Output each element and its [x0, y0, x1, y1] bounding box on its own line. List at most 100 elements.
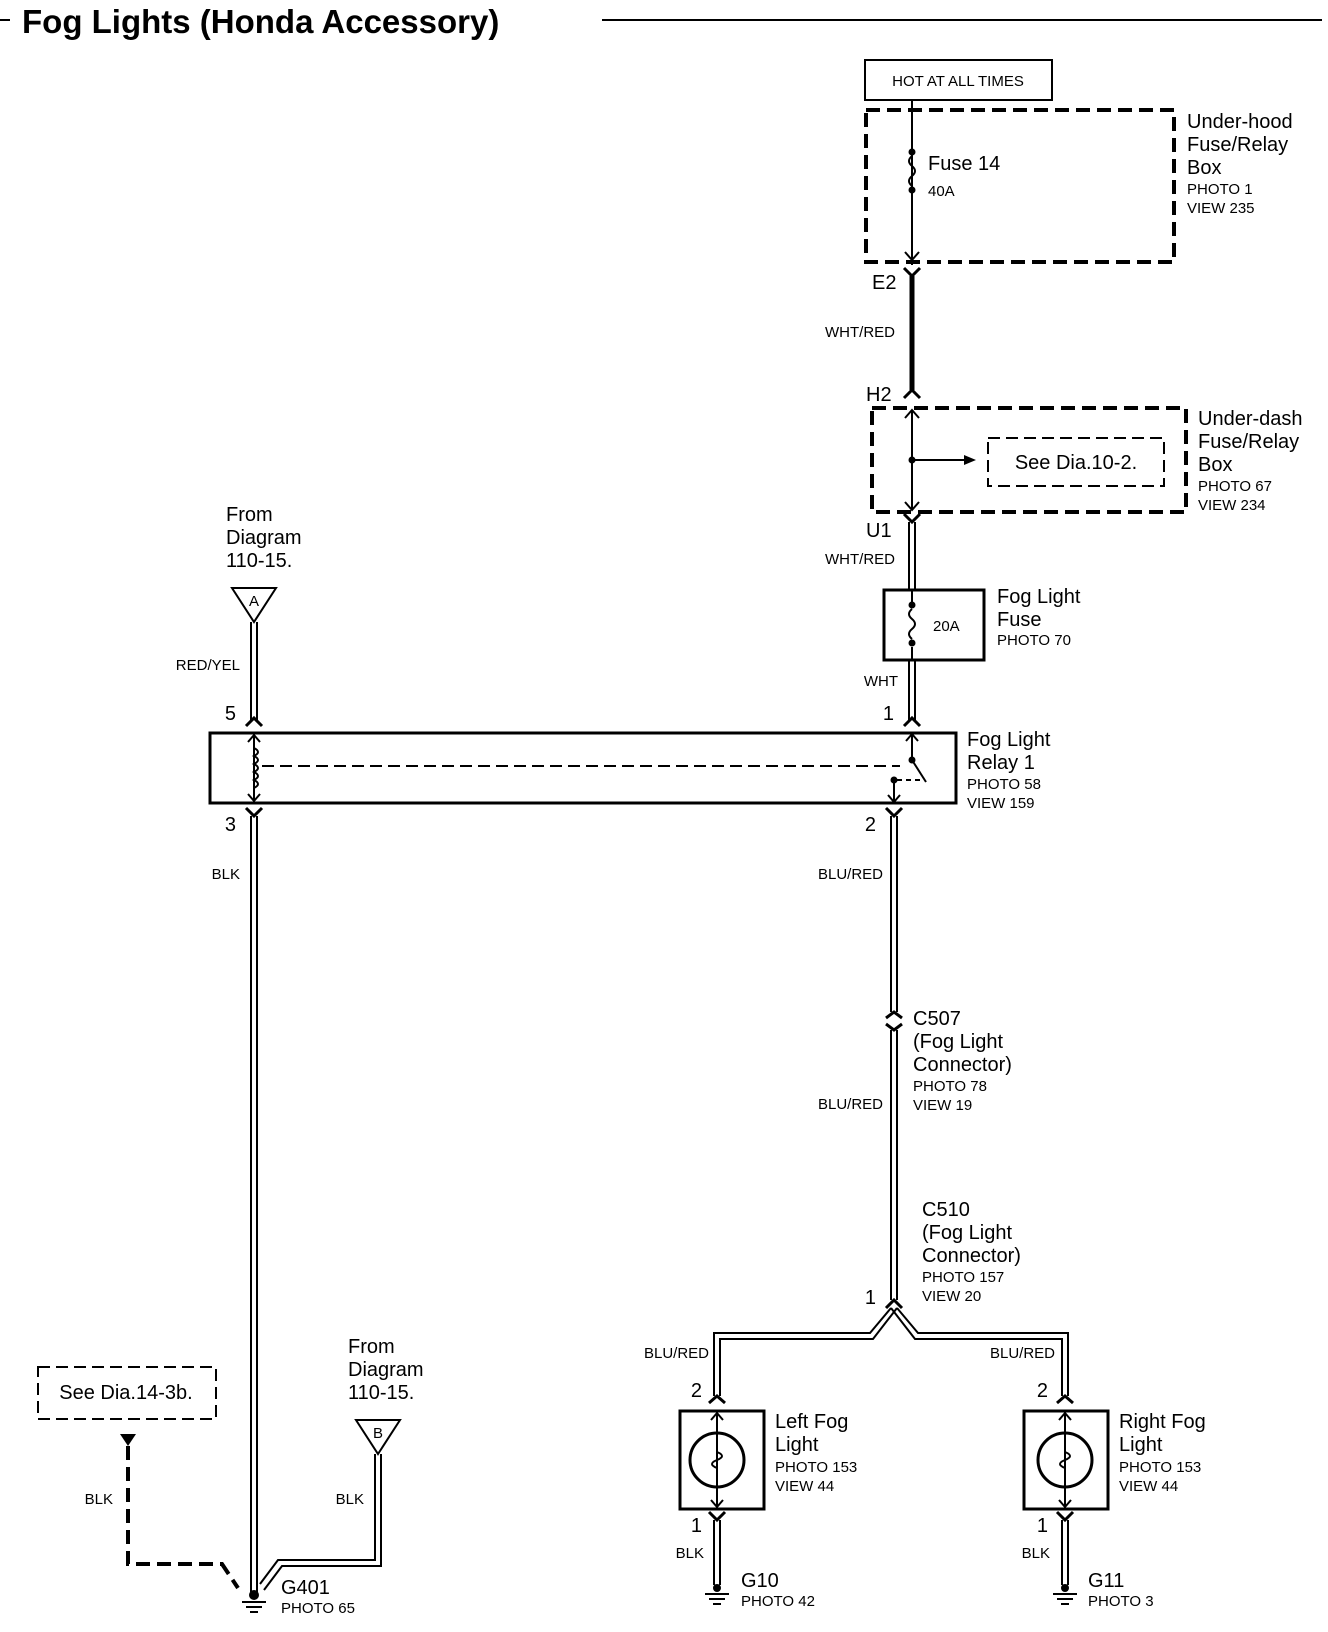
hot-label: HOT AT ALL TIMES — [892, 73, 1024, 90]
underdash-box-line2: Fuse/Relay — [1198, 431, 1299, 453]
wire-blk-dashed — [126, 1446, 240, 1590]
see-dia-10-2-box — [987, 437, 1165, 487]
c510-photo: PHOTO 157 — [922, 1269, 1004, 1286]
connector-e2 — [902, 266, 922, 279]
fuse-14-rating: 40A — [928, 183, 955, 200]
diagram-title: Fog Lights (Honda Accessory) — [22, 3, 499, 40]
g11-photo: PHOTO 3 — [1088, 1593, 1154, 1610]
fuse-14-symbol — [908, 155, 916, 187]
g401-photo: PHOTO 65 — [281, 1600, 355, 1617]
ground-g10-icon — [705, 1584, 729, 1605]
left-lamp-pin-1: 1 — [691, 1515, 702, 1537]
right-lamp-photo: PHOTO 153 — [1119, 1459, 1201, 1476]
relay-pin-2: 2 — [865, 814, 876, 836]
underdash-box-line1: Under-dash — [1198, 408, 1303, 430]
underhood-box-line1: Under-hood — [1187, 111, 1293, 133]
g11-name: G11 — [1088, 1570, 1124, 1592]
underhood-box-line3: Box — [1187, 157, 1221, 179]
right-lamp-line2: Light — [1119, 1434, 1163, 1456]
from-diagram-b: From Diagram 110-15. B — [348, 1336, 424, 1456]
c507-photo: PHOTO 78 — [913, 1078, 987, 1095]
from-b-line3: 110-15. — [348, 1382, 414, 1404]
pin-h2: H2 — [866, 384, 892, 406]
relay-view: VIEW 159 — [967, 795, 1035, 812]
from-a-line1: From — [226, 504, 273, 526]
fog-fuse-line2: Fuse — [997, 609, 1041, 631]
ground-g401-icon — [242, 1590, 266, 1613]
right-lamp-pin-1: 1 — [1037, 1515, 1048, 1537]
relay-pin-1: 1 — [883, 703, 894, 725]
right-fog-light: 2 Right Fog Light PHOTO 153 VIEW 44 1 — [1022, 1380, 1206, 1537]
relay-pin-5: 5 — [225, 703, 236, 725]
wire-blk-relay — [250, 816, 258, 1592]
wire-wht — [908, 660, 916, 722]
left-lamp-photo: PHOTO 153 — [775, 1459, 857, 1476]
wire-split — [713, 1307, 1069, 1396]
c507-line2: (Fog Light — [913, 1031, 1003, 1053]
g10-photo: PHOTO 42 — [741, 1593, 815, 1610]
ground-g11-icon — [1053, 1584, 1077, 1605]
fog-fuse-rating: 20A — [933, 618, 960, 635]
c507-view: VIEW 19 — [913, 1097, 972, 1114]
wire-label-blk-right: BLK — [1022, 1545, 1050, 1562]
wire-label-blu-red-2: BLU/RED — [818, 1096, 883, 1113]
relay-line1: Fog Light — [967, 729, 1051, 751]
c507-name: C507 — [913, 1008, 961, 1030]
wire-blu-red-1 — [890, 816, 898, 1012]
see-dia-14-3b: See Dia.14-3b. — [37, 1366, 240, 1590]
relay-body — [208, 731, 958, 805]
wire-label-wht: WHT — [864, 673, 898, 690]
left-fog-light: 2 Left Fog Light PHOTO 153 VIEW 44 1 — [678, 1380, 857, 1537]
underhood-photo: PHOTO 1 — [1187, 181, 1253, 198]
pin-e2: E2 — [872, 272, 896, 294]
left-lamp-pin-2: 2 — [691, 1380, 702, 1402]
relay-pin-3: 3 — [225, 814, 236, 836]
see-dia-14-3b-box — [37, 1366, 217, 1420]
hot-at-all-times-box: HOT AT ALL TIMES — [864, 59, 1053, 101]
wire-label-blk-dash: BLK — [85, 1491, 113, 1508]
relay-photo: PHOTO 58 — [967, 776, 1041, 793]
see-dia-10-2-text: See Dia.10-2. — [1015, 452, 1137, 474]
underdash-fuse-relay-box: See Dia.10-2. Under-dash Fuse/Relay Box … — [870, 406, 1303, 514]
fuse-14-label: Fuse 14 — [928, 153, 1000, 175]
wire-blk-left-lamp — [713, 1520, 721, 1585]
right-lamp-view: VIEW 44 — [1119, 1478, 1178, 1495]
relay-line2: Relay 1 — [967, 752, 1035, 774]
c510-view: VIEW 20 — [922, 1288, 981, 1305]
connector-h2 — [902, 387, 922, 400]
connector-c510: C510 (Fog Light Connector) PHOTO 157 VIE… — [865, 1199, 1021, 1310]
right-bulb-icon — [1036, 1431, 1094, 1489]
connector-u1 — [902, 512, 922, 525]
left-lamp-line1: Left Fog — [775, 1411, 848, 1433]
wire-label-wht-red-2: WHT/RED — [825, 551, 895, 568]
underdash-box-line3: Box — [1198, 454, 1232, 476]
from-a-letter: A — [249, 593, 259, 610]
c510-pin-1: 1 — [865, 1287, 876, 1309]
from-b-line1: From — [348, 1336, 395, 1358]
relay-coil — [251, 747, 259, 789]
left-lamp-body — [678, 1409, 766, 1511]
wire-label-blu-red-1: BLU/RED — [818, 866, 883, 883]
left-lamp-line2: Light — [775, 1434, 819, 1456]
fog-light-relay-1: 5 1 3 2 Fog Light Relay 1 PHOTO 58 VIEW … — [208, 703, 1051, 836]
wire-label-blu-red-right: BLU/RED — [990, 1345, 1055, 1362]
see-dia-14-3b-text: See Dia.14-3b. — [59, 1382, 192, 1404]
fog-fuse-photo: PHOTO 70 — [997, 632, 1071, 649]
right-lamp-pin-2: 2 — [1037, 1380, 1048, 1402]
g10-name: G10 — [741, 1570, 779, 1592]
fog-fuse-symbol — [908, 608, 916, 640]
underhood-view: VIEW 235 — [1187, 200, 1255, 217]
wire-label-red-yel: RED/YEL — [176, 657, 240, 674]
wire-red-yel — [250, 622, 258, 722]
g401-name: G401 — [281, 1577, 330, 1599]
wire-label-wht-red-1: WHT/RED — [825, 324, 895, 341]
wire-blk-b — [259, 1454, 382, 1591]
pin-u1: U1 — [866, 520, 892, 542]
from-a-line2: Diagram — [226, 527, 302, 549]
underhood-fuse-relay-box: Fuse 14 40A Under-hood Fuse/Relay Box PH… — [864, 100, 1293, 265]
left-bulb-icon — [688, 1431, 746, 1489]
connector-c507: C507 (Fog Light Connector) PHOTO 78 VIEW… — [885, 1008, 1012, 1114]
off-page-triangle-b — [354, 1419, 402, 1456]
c507-line3: Connector) — [913, 1054, 1012, 1076]
